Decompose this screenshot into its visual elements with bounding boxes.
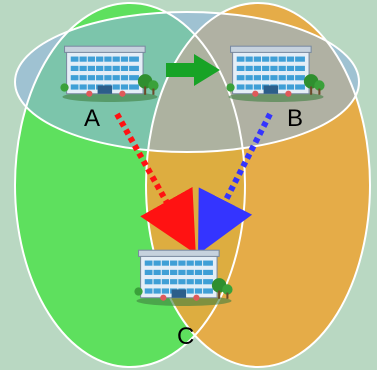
edge-a-to-c [114, 112, 196, 254]
edge-b-to-c [198, 112, 273, 255]
node-c-label: C [177, 323, 194, 350]
node-b: B [225, 45, 326, 132]
top-region-outline [14, 11, 360, 153]
right-region-outline [145, 2, 371, 368]
edges [114, 54, 273, 255]
node-a-label: A [84, 105, 100, 132]
node-c: C [133, 249, 234, 350]
node-b-label: B [287, 105, 303, 132]
node-a: A [59, 45, 160, 132]
left-region-outline [14, 2, 246, 368]
edge-a-to-b [166, 54, 220, 86]
